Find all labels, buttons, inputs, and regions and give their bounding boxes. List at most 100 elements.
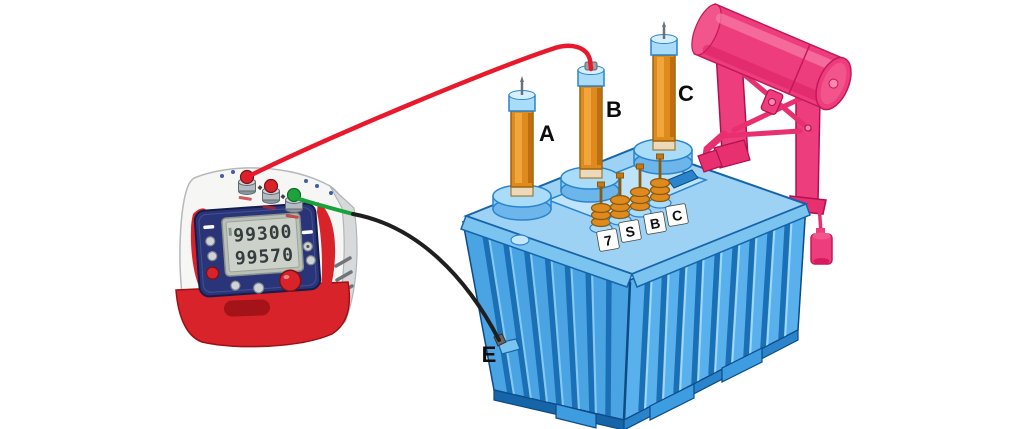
hv-bushing-a-label: A: [539, 121, 555, 146]
conservator-seam: [788, 43, 811, 95]
conservator-right-leg: [795, 90, 821, 203]
base-skid-beams: [555, 347, 763, 429]
lv-bushing-3: [628, 163, 652, 218]
conservator-left-cap: [691, 3, 722, 56]
hv-bushing-a: [492, 76, 552, 221]
conservator-cylinder: [691, 3, 852, 111]
screw-dot: [231, 170, 235, 174]
terminal-symbol: [280, 194, 286, 200]
panel-button: [230, 280, 241, 291]
right-red-accent: [317, 202, 336, 312]
conservator-tie-bar: [719, 128, 803, 139]
front-panel: 99300 99570: [193, 202, 322, 298]
panel-mark-right: [301, 230, 313, 235]
terminal-label-mark: [285, 214, 299, 219]
conservator-highlight: [716, 13, 841, 72]
terminal-symbol: [257, 185, 263, 191]
hv-bushing-c-label: C: [678, 81, 694, 106]
label-box: [665, 203, 689, 227]
lv-label-4: C: [671, 207, 684, 225]
lv-label-3: B: [649, 215, 662, 233]
lv-nut: [636, 163, 644, 170]
button-highlight: [283, 275, 290, 280]
lv-label-plate-1: 7: [596, 228, 620, 252]
test-instrument: 99300 99570: [175, 167, 358, 348]
lv-disc: [649, 177, 671, 189]
radiator-fins-right: [638, 211, 791, 412]
bushing-a-spike-tip: [520, 76, 524, 82]
lv-label-plate-3: B: [643, 211, 667, 235]
hv-bushing-b: [560, 61, 620, 203]
red-test-lead: [244, 43, 594, 180]
terminal-cap-red: [263, 178, 279, 194]
earth-lead-green-section: [294, 196, 355, 216]
breather-top: [812, 232, 831, 240]
panel-button: [305, 255, 316, 266]
lv-label-plate-2: S: [618, 219, 642, 243]
panel-button: [205, 236, 216, 247]
lv-bushings: [589, 153, 672, 234]
brace-pivot: [804, 124, 812, 132]
bushing-c-shade: [670, 57, 674, 137]
lv-nut: [656, 153, 664, 160]
lv-disc: [609, 194, 631, 206]
tank-corner-edge: [622, 281, 632, 421]
lv-nut: [597, 181, 605, 188]
screw-dot: [220, 174, 224, 178]
tank-rim-right: [631, 203, 811, 288]
terminal-label-mark: [238, 196, 252, 201]
top-screws: [220, 170, 333, 195]
lcd-line-2: 99570: [234, 244, 295, 269]
lv-label-1: 7: [603, 232, 614, 249]
lv-bushing-2: [608, 172, 632, 226]
earth-lead-black-section: [351, 212, 501, 342]
screw-dot: [304, 179, 308, 183]
label-box: [643, 211, 667, 235]
conservator-assembly: [691, 3, 852, 265]
conservator-knob: [828, 78, 839, 89]
bushing-c-light: [657, 57, 664, 137]
tank-rim-left: [460, 215, 633, 288]
bushing-b-light: [584, 88, 591, 165]
bushing-a-light: [515, 113, 522, 183]
lv-label-plate-4: C: [665, 203, 689, 227]
lv-label-plates: 7 S B C: [596, 203, 689, 252]
label-box: [618, 219, 642, 243]
screw-dot: [329, 191, 333, 195]
button-icon: [306, 244, 310, 249]
red-button-small: [205, 266, 220, 280]
breather-bottom: [813, 258, 830, 264]
bushing-a-shade: [528, 113, 532, 183]
breather: [810, 228, 833, 265]
lv-nut: [616, 172, 624, 179]
lcd-display: [225, 216, 300, 273]
bushing-b-shade: [597, 88, 601, 165]
terminal-label-mark: [262, 205, 276, 210]
instrument-terminal-2: [262, 178, 280, 210]
screw-dot: [315, 184, 319, 188]
bushing-c-spike-tip: [662, 21, 666, 27]
panel-button: [207, 251, 218, 262]
breather-neck: [816, 228, 825, 236]
red-button-large: [278, 269, 302, 293]
radiator-fin-highlights-left: [487, 229, 597, 415]
top-inset-box: [667, 169, 699, 189]
lcd-line-1: 99300: [233, 222, 294, 247]
top-port: [510, 234, 530, 246]
handle-recess: [224, 299, 270, 317]
transformer-tank: [460, 144, 811, 429]
ground-label: E: [482, 342, 497, 367]
lcd-indicator: [228, 227, 232, 236]
radiator-fins-left: [481, 228, 612, 417]
lv-disc: [590, 202, 612, 214]
lv-disc: [629, 186, 651, 198]
conservator-shade: [702, 44, 827, 104]
panel-button: [253, 282, 265, 294]
label-box: [596, 228, 620, 252]
lv-bushing-4: [648, 153, 672, 209]
hv-bushing-b-label: B: [606, 97, 622, 122]
brace-pivot: [768, 98, 776, 106]
panel-mark-left: [203, 225, 215, 230]
